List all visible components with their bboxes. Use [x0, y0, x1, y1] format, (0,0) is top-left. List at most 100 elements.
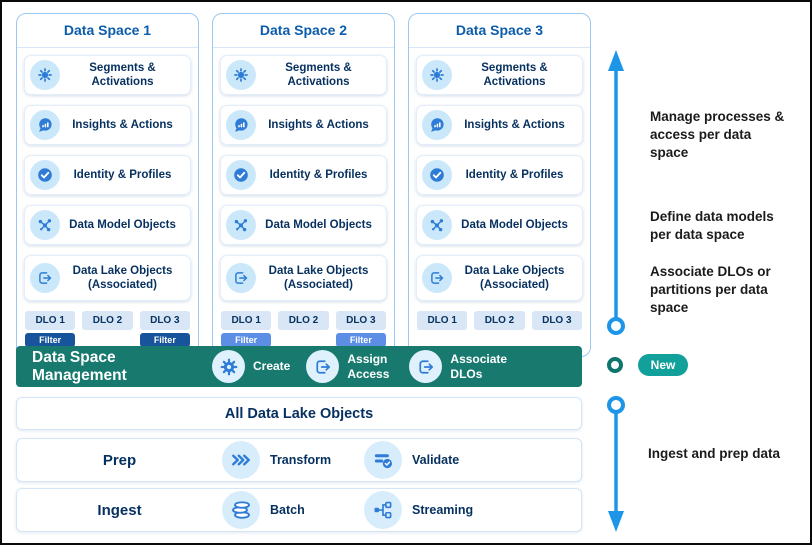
- dlo-chip: DLO 2: [278, 311, 329, 330]
- data-space-management-bar: Data Space Management Create Assign Acce…: [16, 346, 582, 387]
- dlo-chip-group: DLO 1 Filter: [25, 311, 76, 347]
- dlo-chip-group: DLO 2: [474, 311, 525, 330]
- card-insights-actions: Insights & Actions: [24, 105, 191, 145]
- export-icon: [422, 263, 452, 293]
- stage-label-manage: Manage processes & access per data space: [650, 109, 785, 160]
- filter-badge: Filter: [221, 333, 272, 347]
- chat-chart-icon: [422, 110, 452, 140]
- card-identity-profiles: Identity & Profiles: [24, 155, 191, 195]
- data-space-title: Data Space 1: [17, 14, 198, 48]
- ingest-label: Ingest: [97, 501, 142, 519]
- data-space-title: Data Space 3: [409, 14, 590, 48]
- check-circle-icon: [30, 160, 60, 190]
- up-arrow: [607, 50, 625, 335]
- action-validate: Validate: [364, 441, 506, 479]
- dlo-chip-group: DLO 1 Filter: [221, 311, 272, 347]
- action-label: Streaming: [412, 503, 474, 517]
- card-label: Segments & Activations: [481, 61, 548, 88]
- batch-icon: [222, 491, 260, 529]
- dlo-chip: DLO 1: [221, 311, 272, 330]
- dlo-chip-group: DLO 3 Filter: [139, 311, 190, 347]
- action-label: Batch: [270, 503, 305, 517]
- card-label: Segments & Activations: [89, 61, 156, 88]
- dlo-chip: DLO 3: [335, 311, 386, 330]
- data-model-icon: [226, 210, 256, 240]
- action-batch: Batch: [222, 491, 364, 529]
- data-space-panel-3: Data Space 3 Segments & Activations Insi…: [408, 13, 591, 357]
- sun-icon: [226, 60, 256, 90]
- sun-icon: [422, 60, 452, 90]
- chevrons-icon: [222, 441, 260, 479]
- export-icon: [306, 350, 340, 383]
- data-space-panel-2: Data Space 2 Segments & Activations Insi…: [212, 13, 395, 357]
- export-icon: [409, 350, 443, 383]
- card-label: Identity & Profiles: [73, 168, 172, 181]
- export-icon: [226, 263, 256, 293]
- card-data-lake-objects: Data Lake Objects (Associated): [220, 255, 387, 301]
- card-label: Data Model Objects: [461, 218, 568, 231]
- dlo-chip-group: DLO 3 Filter: [335, 311, 386, 347]
- action-label: Assign Access: [347, 352, 390, 381]
- dlo-chip: DLO 3: [531, 311, 582, 330]
- card-label: Insights & Actions: [464, 118, 565, 131]
- card-label: Data Lake Objects (Associated): [464, 264, 565, 291]
- stage-label-associate: Associate DLOs or partitions per data sp…: [650, 264, 771, 315]
- card-segments-activations: Segments & Activations: [24, 55, 191, 95]
- dlo-chip: DLO 1: [25, 311, 76, 330]
- data-space-panel-1: Data Space 1 Segments & Activations Insi…: [16, 13, 199, 357]
- action-label: Transform: [270, 453, 332, 467]
- data-space-columns: Data Space 1 Segments & Activations Insi…: [16, 13, 591, 357]
- card-insights-actions: Insights & Actions: [220, 105, 387, 145]
- card-data-model-objects: Data Model Objects: [220, 205, 387, 245]
- dlo-chip-group: DLO 1: [417, 311, 468, 330]
- all-dlo-label: All Data Lake Objects: [224, 405, 374, 422]
- dlo-chip-row: DLO 1 Filter DLO 2 DLO 3 Filter: [17, 311, 198, 347]
- card-data-lake-objects: Data Lake Objects (Associated): [416, 255, 583, 301]
- feature-card-list: Segments & Activations Insights & Action…: [213, 48, 394, 301]
- card-label: Segments & Activations: [285, 61, 352, 88]
- action-label: Associate DLOs: [450, 352, 508, 381]
- card-label: Data Lake Objects (Associated): [268, 264, 369, 291]
- ingest-prep-note: Ingest and prep data: [648, 446, 781, 461]
- sun-icon: [30, 60, 60, 90]
- dlo-chip-row: DLO 1 Filter DLO 2 DLO 3 Filter: [213, 311, 394, 347]
- card-data-lake-objects: Data Lake Objects (Associated): [24, 255, 191, 301]
- action-transform: Transform: [222, 441, 364, 479]
- filter-badge: Filter: [25, 333, 76, 347]
- card-label: Data Lake Objects (Associated): [72, 264, 173, 291]
- streaming-icon: [364, 491, 402, 529]
- ingest-row: Ingest Batch Streaming: [16, 488, 582, 532]
- card-segments-activations: Segments & Activations: [220, 55, 387, 95]
- dlo-chip: DLO 1: [417, 311, 468, 330]
- check-circle-icon: [226, 160, 256, 190]
- dlo-chip-row: DLO 1 DLO 2 DLO 3: [409, 311, 590, 330]
- feature-card-list: Segments & Activations Insights & Action…: [409, 48, 590, 301]
- card-label: Identity & Profiles: [465, 168, 564, 181]
- card-segments-activations: Segments & Activations: [416, 55, 583, 95]
- card-label: Insights & Actions: [268, 118, 369, 131]
- data-space-title: Data Space 2: [213, 14, 394, 48]
- card-label: Data Model Objects: [69, 218, 176, 231]
- action-associate-dlos: Associate DLOs: [409, 350, 507, 383]
- export-icon: [30, 263, 60, 293]
- prep-row: Prep Transform Validate: [16, 438, 582, 482]
- card-identity-profiles: Identity & Profiles: [416, 155, 583, 195]
- card-data-model-objects: Data Model Objects: [416, 205, 583, 245]
- gear-icon: [212, 350, 245, 383]
- action-create: Create: [212, 350, 290, 383]
- validate-icon: [364, 441, 402, 479]
- stage-label-define: Define data models per data space: [650, 209, 774, 242]
- filter-badge: Filter: [139, 333, 190, 347]
- dlo-chip-group: DLO 2: [278, 311, 329, 330]
- action-label: Create: [253, 359, 291, 374]
- action-streaming: Streaming: [364, 491, 506, 529]
- action-label: Validate: [412, 453, 460, 467]
- dlo-chip: DLO 2: [82, 311, 133, 330]
- card-data-model-objects: Data Model Objects: [24, 205, 191, 245]
- dlo-chip-group: DLO 2: [82, 311, 133, 330]
- data-model-icon: [422, 210, 452, 240]
- down-arrow: [607, 396, 625, 532]
- new-badge: New: [638, 354, 688, 376]
- all-data-lake-objects-row: All Data Lake Objects: [16, 397, 582, 430]
